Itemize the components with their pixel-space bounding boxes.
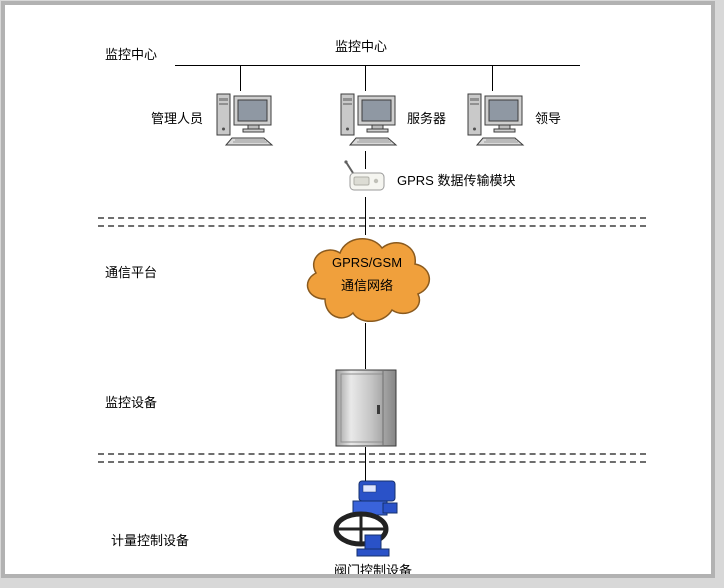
separator-dash-2b <box>98 461 646 463</box>
diagram-top-title: 监控中心 <box>335 39 388 54</box>
cloud-label-line1: GPRS/GSM <box>331 255 403 270</box>
node-valve-actuator <box>331 479 403 564</box>
drop-line-server <box>365 65 366 91</box>
node-server-computer <box>339 91 403 154</box>
separator-dash-1a <box>98 217 646 219</box>
section-label-monitoring-equipment: 监控设备 <box>105 395 158 410</box>
separator-dash-1b <box>98 225 646 227</box>
node-gprs-module <box>341 159 389 202</box>
node-leader-computer <box>466 91 530 154</box>
drop-line-admin <box>240 65 241 91</box>
drop-line-leader <box>492 65 493 91</box>
node-admin-computer <box>215 91 279 154</box>
valve-actuator-icon <box>333 480 398 557</box>
section-label-monitoring-center: 监控中心 <box>105 47 158 62</box>
control-cabinet-icon <box>335 369 397 447</box>
computer-icon <box>216 93 274 146</box>
section-label-metering-control-equipment: 计量控制设备 <box>111 533 190 548</box>
admin-label: 管理人员 <box>151 111 204 126</box>
server-label: 服务器 <box>407 111 447 126</box>
computer-icon <box>467 93 525 146</box>
diagram-canvas: 监控中心 通信平台 监控设备 计量控制设备 监控中心 <box>1 1 715 578</box>
node-control-cabinet <box>335 369 397 452</box>
module-to-cloud-line <box>365 197 366 235</box>
valve-label: 阀门控制设备 <box>333 563 412 578</box>
cloud-label-line2: 通信网络 <box>340 278 393 293</box>
cloud-to-cabinet-line <box>365 323 366 369</box>
leader-label: 领导 <box>535 111 562 126</box>
computer-icon <box>340 93 398 146</box>
separator-dash-2a <box>98 453 646 455</box>
network-cloud-icon <box>306 238 430 322</box>
gprs-module-label: GPRS 数据传输模块 <box>397 173 516 188</box>
cabinet-to-valve-line <box>365 447 366 481</box>
server-to-module-line <box>365 151 366 169</box>
gprs-module-icon <box>344 160 385 191</box>
trunk-line <box>175 65 580 66</box>
node-network-cloud <box>297 229 437 330</box>
section-label-communication-platform: 通信平台 <box>105 265 158 280</box>
